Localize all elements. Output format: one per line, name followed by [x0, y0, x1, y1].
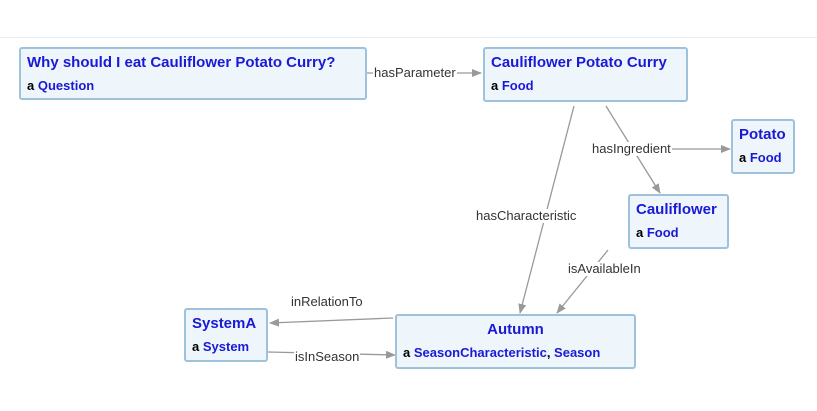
node-cauliflower[interactable]: Cauliflower a Food	[628, 194, 729, 249]
node-potato-type: a Food	[739, 150, 782, 165]
edge-label-hasParameter: hasParameter	[373, 65, 457, 80]
node-question-title: Why should I eat Cauliflower Potato Curr…	[27, 54, 336, 71]
node-question-type: a Question	[27, 78, 95, 93]
edge-label-isAvailableIn: isAvailableIn	[567, 261, 642, 276]
edge-inRelationTo	[269, 317, 394, 327]
edge-label-hasIngredient: hasIngredient	[591, 141, 672, 156]
node-autumn-type: a SeasonCharacteristic, Season	[403, 345, 601, 360]
node-cauliflower-type: a Food	[636, 225, 679, 240]
node-systema-title: SystemA	[192, 315, 257, 332]
node-question[interactable]: Why should I eat Cauliflower Potato Curr…	[19, 47, 367, 100]
edge-label-isInSeason: isInSeason	[294, 349, 361, 364]
node-curry[interactable]: Cauliflower Potato Curry a Food	[483, 47, 688, 102]
node-cauliflower-title: Cauliflower	[636, 201, 717, 218]
node-curry-title: Cauliflower Potato Curry	[491, 54, 667, 71]
edge-label-inRelationTo: inRelationTo	[290, 294, 364, 309]
edge-isAvailableIn	[556, 249, 609, 314]
top-divider	[0, 37, 817, 38]
node-systema[interactable]: SystemA a System	[184, 308, 268, 362]
node-autumn-title: Autumn	[487, 321, 544, 338]
edge-label-hasCharacteristic: hasCharacteristic	[475, 208, 578, 223]
node-systema-type: a System	[192, 339, 250, 354]
node-autumn[interactable]: Autumn a SeasonCharacteristic, Season	[395, 314, 636, 369]
node-potato[interactable]: Potato a Food	[731, 119, 795, 174]
node-curry-type: a Food	[491, 78, 534, 93]
node-potato-title: Potato	[739, 126, 786, 143]
